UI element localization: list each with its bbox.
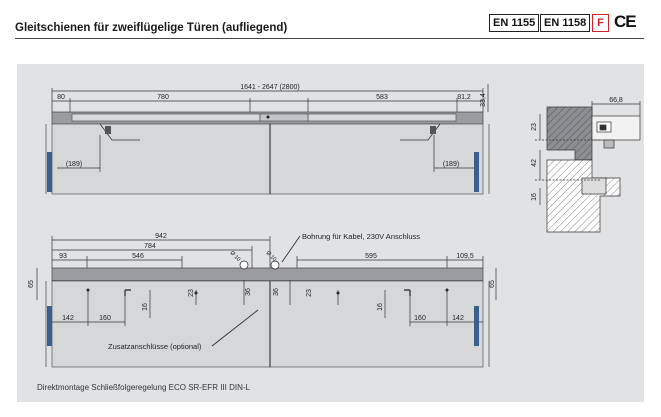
left-dim-16: 16 <box>142 303 149 311</box>
right-dim-65: 65 <box>489 280 496 288</box>
section-dim-23: 23 <box>531 123 538 131</box>
dim-595: 595 <box>365 253 377 260</box>
left-dim-23: 23 <box>188 289 195 297</box>
aux-note: Zusatzanschlüsse (optional) <box>108 342 202 351</box>
dim-784: 784 <box>144 243 156 250</box>
section-dim-42: 42 <box>531 159 538 167</box>
right-dim-142: 142 <box>452 315 464 322</box>
en1158-badge: EN 1158 <box>540 14 591 32</box>
bottom-drawing <box>36 235 497 368</box>
top-overall-dim: 1641 - 2647 (2800) <box>240 84 300 91</box>
top-right-ref: (189) <box>443 161 459 168</box>
left-dim-160: 160 <box>99 315 111 322</box>
right-dim-23: 23 <box>306 289 313 297</box>
top-dim-80: 80 <box>57 94 65 101</box>
right-dim-16: 16 <box>377 303 384 311</box>
dim-93: 93 <box>59 253 67 260</box>
top-dim-780: 780 <box>157 94 169 101</box>
section-width-dim: 66,8 <box>609 97 623 104</box>
header-rule <box>15 38 644 39</box>
top-dim-583: 583 <box>376 94 388 101</box>
dim-546: 546 <box>132 253 144 260</box>
left-dim-36: 36 <box>245 288 252 296</box>
top-dim-81-2: 81,2 <box>457 94 471 101</box>
en1155-badge: EN 1155 <box>489 14 540 32</box>
section-detail <box>535 101 641 233</box>
left-dim-142: 142 <box>62 315 74 322</box>
hole-dia-left: Ø 10 <box>229 250 242 263</box>
dim-942: 942 <box>155 233 167 240</box>
cable-note: Bohrung für Kabel, 230V Anschluss <box>302 232 420 241</box>
page-title: Gleitschienen für zweiflügelige Türen (a… <box>15 22 288 34</box>
left-dim-65: 65 <box>28 280 35 288</box>
right-dim-160: 160 <box>414 315 426 322</box>
top-left-ref: (189) <box>66 161 82 168</box>
fire-badge: F <box>592 14 609 32</box>
top-drawing <box>45 84 490 195</box>
dim-109-5: 109,5 <box>456 253 474 260</box>
top-dim-33-4: 33,4 <box>480 93 487 107</box>
right-dim-36: 36 <box>273 288 280 296</box>
ce-mark: CE <box>614 12 637 31</box>
caption: Direktmontage Schließfolgeregelung ECO S… <box>37 383 250 392</box>
section-dim-16: 16 <box>531 193 538 201</box>
